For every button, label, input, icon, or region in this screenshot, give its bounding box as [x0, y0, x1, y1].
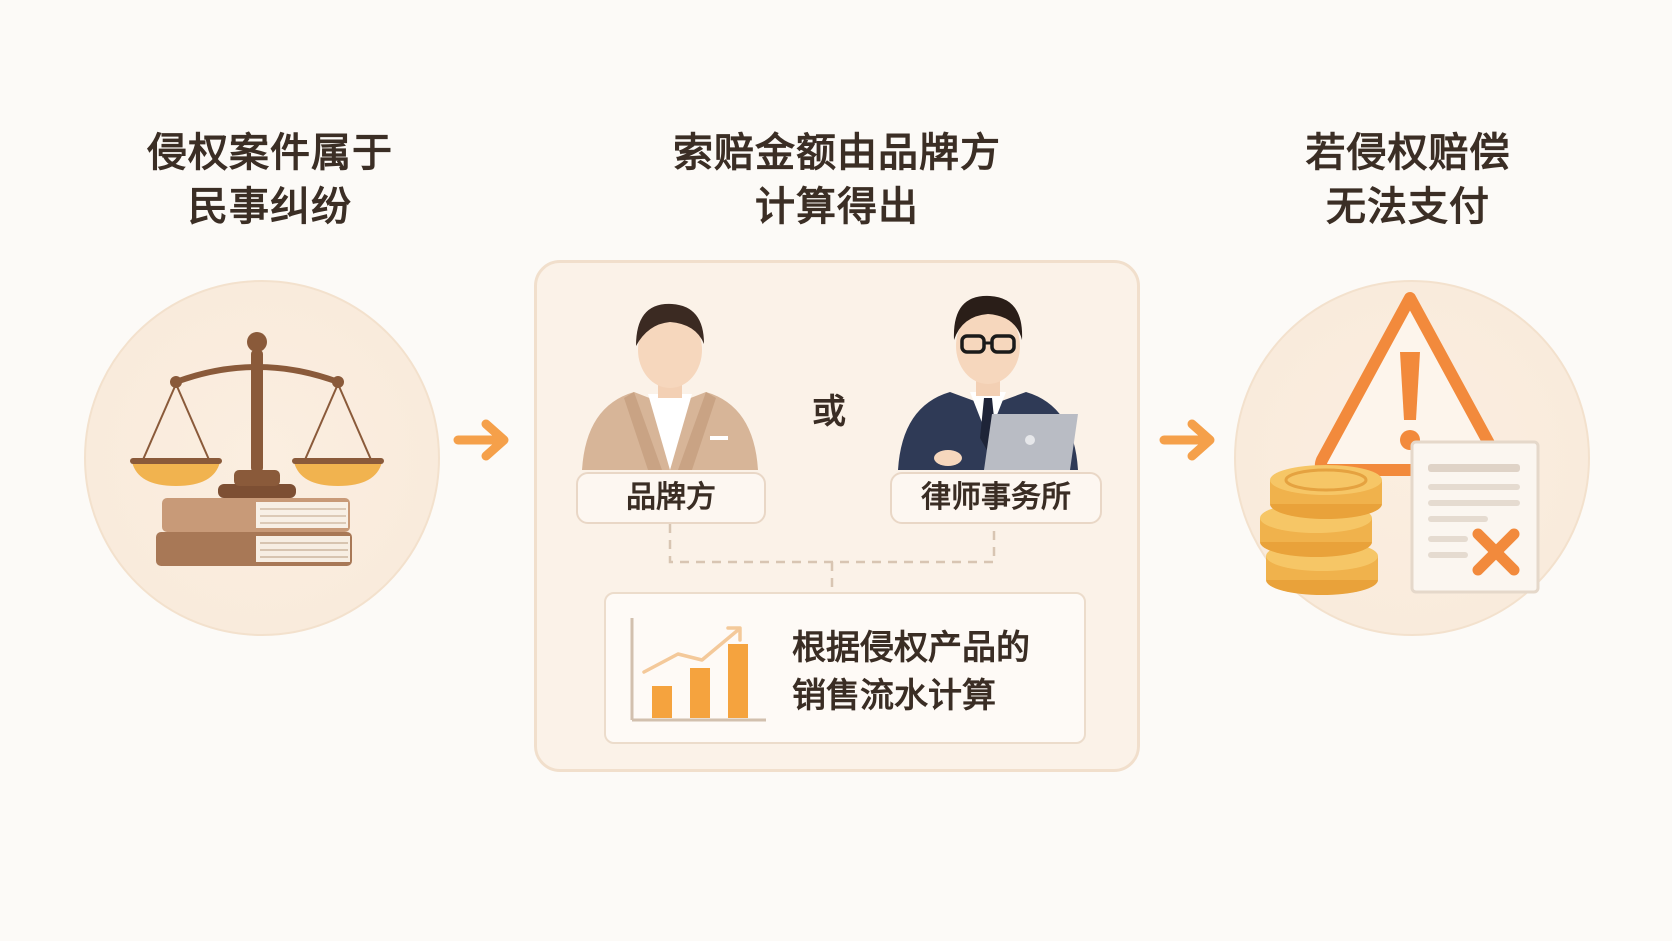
sales-calculation-box: 根据侵权产品的 销售流水计算: [604, 592, 1086, 744]
step1-title: 侵权案件属于 民事纠纷: [136, 126, 404, 234]
step2-title: 索赔金额由品牌方 计算得出: [660, 126, 1014, 234]
calculation-text: 根据侵权产品的 销售流水计算: [792, 624, 1030, 720]
bar-chart-icon: [630, 618, 766, 722]
calc-line1: 根据侵权产品的: [792, 628, 1030, 668]
law-firm-tag: 律师事务所: [890, 472, 1102, 524]
brand-person-icon: [582, 303, 758, 470]
step3-title-line1: 若侵权赔偿: [1305, 130, 1511, 176]
step2-title-line2: 计算得出: [755, 184, 919, 230]
or-label: 或: [812, 392, 846, 432]
warning-coins-icon: [1260, 292, 1540, 595]
scales-of-justice-icon: [130, 332, 384, 566]
step3-title: 若侵权赔偿 无法支付: [1284, 126, 1532, 234]
step3-title-line2: 无法支付: [1326, 184, 1490, 230]
brand-tag: 品牌方: [576, 472, 766, 524]
dashed-connector: [668, 524, 996, 594]
step1-title-line2: 民事纠纷: [188, 184, 352, 230]
step1-title-line1: 侵权案件属于: [147, 130, 393, 176]
step2-title-line1: 索赔金额由品牌方: [673, 130, 1001, 176]
calc-line2: 销售流水计算: [792, 676, 996, 716]
arrow-right-icon: [453, 419, 509, 461]
lawyer-person-icon: [898, 295, 1078, 470]
arrow-right-icon: [1159, 419, 1215, 461]
